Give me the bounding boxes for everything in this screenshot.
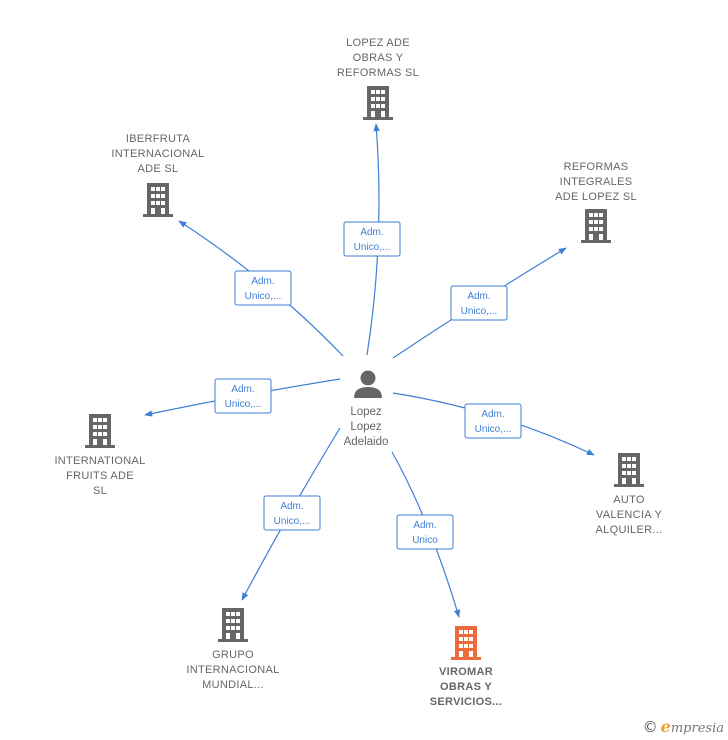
empresia-logo: empresia bbox=[660, 717, 724, 736]
company-name-line[interactable]: SERVICIOS... bbox=[430, 696, 502, 708]
edge-label-viromar[interactable]: Adm. Unico bbox=[396, 514, 454, 550]
company-node-grupo-internacional[interactable]: GRUPO INTERNACIONAL MUNDIAL... bbox=[186, 608, 279, 691]
person-icon bbox=[354, 370, 382, 398]
edge-label-international-fruits[interactable]: Adm. Unico,... bbox=[214, 378, 272, 414]
building-icon bbox=[363, 86, 393, 120]
company-node-viromar[interactable]: VIROMAR OBRAS Y SERVICIOS... bbox=[430, 626, 502, 708]
edge-label-text: Unico,... bbox=[274, 516, 311, 527]
building-icon bbox=[85, 414, 115, 448]
building-icon bbox=[218, 608, 248, 642]
edge-label-text: Unico,... bbox=[354, 242, 391, 253]
edge-label-text: Unico,... bbox=[475, 424, 512, 435]
building-icon bbox=[143, 183, 173, 217]
person-name-line[interactable]: Lopez bbox=[350, 421, 382, 433]
building-icon bbox=[451, 626, 481, 660]
company-name-line[interactable]: REFORMAS bbox=[564, 161, 629, 173]
edge-label-text: Unico,... bbox=[225, 399, 262, 410]
company-name-line[interactable]: REFORMAS SL bbox=[337, 67, 419, 79]
copyright-symbol: © bbox=[642, 718, 658, 736]
edge-label-text: Adm. bbox=[360, 227, 383, 238]
edge-label-iberfruta[interactable]: Adm. Unico,... bbox=[234, 270, 292, 306]
edge-label-text: Adm. bbox=[467, 291, 490, 302]
company-name-line[interactable]: OBRAS Y bbox=[440, 681, 492, 693]
company-name-line[interactable]: ALQUILER... bbox=[596, 524, 663, 536]
edge-label-text: Unico,... bbox=[245, 291, 282, 302]
company-name-line[interactable]: GRUPO bbox=[212, 649, 254, 661]
company-name-line[interactable]: INTERNATIONAL bbox=[54, 455, 145, 467]
edge-label-text: Adm. bbox=[231, 384, 254, 395]
company-node-iberfruta[interactable]: IBERFRUTA INTERNACIONAL ADE SL bbox=[111, 133, 204, 217]
company-name-line[interactable]: MUNDIAL... bbox=[202, 679, 264, 691]
edge-label-text: Adm. bbox=[280, 501, 303, 512]
company-name-line[interactable]: LOPEZ ADE bbox=[346, 37, 410, 49]
company-name-line[interactable]: SL bbox=[93, 485, 107, 497]
person-name-line[interactable]: Adelaido bbox=[344, 436, 389, 448]
company-name-line[interactable]: AUTO bbox=[613, 494, 645, 506]
edge-label-text: Unico bbox=[412, 535, 438, 546]
building-icon bbox=[614, 453, 644, 487]
edge-label-lopez-ade-obras[interactable]: Adm. Unico,... bbox=[343, 221, 401, 257]
edge-label-grupo-internacional[interactable]: Adm. Unico,... bbox=[263, 495, 321, 531]
company-name-line[interactable]: INTERNACIONAL bbox=[111, 148, 204, 160]
company-name-line[interactable]: IBERFRUTA bbox=[126, 133, 191, 145]
company-node-auto-valencia[interactable]: AUTO VALENCIA Y ALQUILER... bbox=[596, 453, 663, 536]
company-name-line[interactable]: INTERNACIONAL bbox=[186, 664, 279, 676]
edge-label-text: Adm. bbox=[251, 276, 274, 287]
company-name-line[interactable]: FRUITS ADE bbox=[66, 470, 134, 482]
company-name-line[interactable]: VIROMAR bbox=[439, 666, 493, 678]
person-name-line[interactable]: Lopez bbox=[350, 406, 382, 418]
company-name-line[interactable]: OBRAS Y bbox=[353, 52, 404, 64]
company-name-line[interactable]: INTEGRALES bbox=[560, 176, 633, 188]
edge-label-text: Adm. bbox=[413, 520, 436, 531]
company-node-lopez-ade-obras[interactable]: LOPEZ ADE OBRAS Y REFORMAS SL bbox=[337, 37, 419, 120]
edge-label-reformas-integrales[interactable]: Adm. Unico,... bbox=[450, 285, 508, 321]
company-node-reformas-integrales[interactable]: REFORMAS INTEGRALES ADE LOPEZ SL bbox=[555, 161, 637, 243]
company-name-line[interactable]: ADE SL bbox=[138, 163, 179, 175]
edge-label-auto-valencia[interactable]: Adm. Unico,... bbox=[464, 403, 522, 439]
company-name-line[interactable]: ADE LOPEZ SL bbox=[555, 191, 637, 203]
company-name-line[interactable]: VALENCIA Y bbox=[596, 509, 663, 521]
edge-label-text: Adm. bbox=[481, 409, 504, 420]
building-icon bbox=[581, 209, 611, 243]
company-node-international-fruits[interactable]: INTERNATIONAL FRUITS ADE SL bbox=[54, 414, 145, 497]
footer-brand: © empresia bbox=[642, 717, 724, 736]
edge-label-text: Unico,... bbox=[461, 306, 498, 317]
